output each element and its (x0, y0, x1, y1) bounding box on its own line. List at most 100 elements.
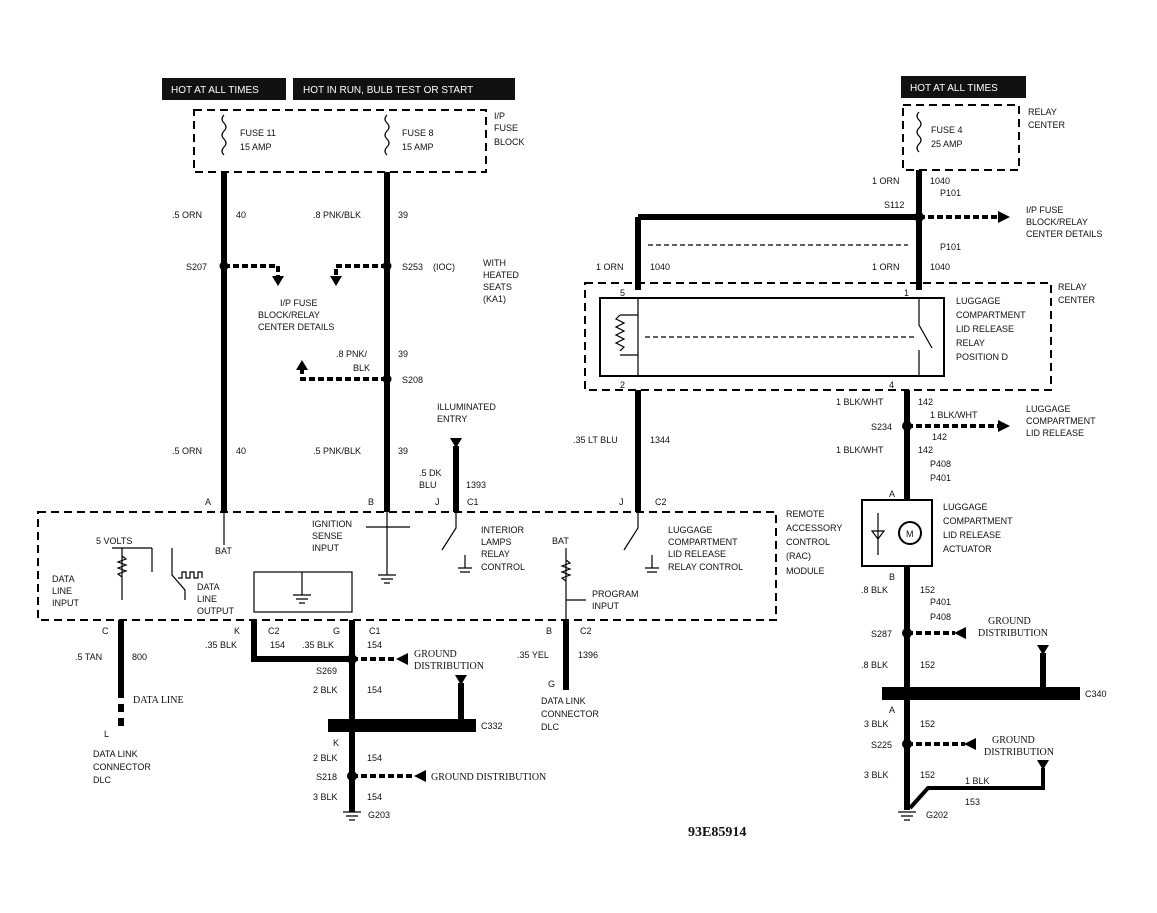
data-line-label: DATA LINE (133, 695, 184, 706)
ground-g202-icon (898, 811, 916, 821)
data-out-3: OUTPUT (197, 606, 235, 616)
connector-c340 (882, 687, 1080, 700)
relay-label-1: LUGGAGE (956, 296, 1001, 306)
ip-fuse-block-label-2: FUSE (494, 123, 518, 133)
act-pin-a: A (889, 489, 895, 499)
n154b: 154 (367, 640, 382, 650)
n142a: 142 (918, 397, 933, 407)
relay-center-label-2: CENTER (1028, 120, 1066, 130)
blu-color: .35 LT BLU (573, 435, 618, 445)
s207-label: S207 (186, 262, 207, 272)
ground-r2: DISTRIBUTION (978, 628, 1048, 639)
dlc2-2: CONNECTOR (541, 709, 599, 719)
lug-relay-1: LUGGAGE (668, 525, 713, 535)
ip-details-1: I/P FUSE (280, 298, 317, 308)
s112: S112 (884, 200, 904, 210)
blk35: .35 BLK (205, 640, 237, 650)
pulse-icon (178, 571, 203, 579)
dlc2-3: DLC (541, 722, 560, 732)
header-hot-always-left (162, 78, 286, 100)
header-hot-always-left-text: HOT AT ALL TIMES (171, 85, 259, 96)
ip-fuse-block-label-1: I/P (494, 111, 505, 121)
dlc1-2: CONNECTOR (93, 762, 151, 772)
pin-a2: A (889, 705, 895, 715)
c332-arrow (455, 675, 467, 685)
w6-color-1: .5 DK (419, 468, 442, 478)
w1-color: .5 ORN (172, 210, 202, 220)
ip-details-3: CENTER DETAILS (258, 322, 334, 332)
relay-box (599, 297, 945, 377)
heated-2: HEATED (483, 270, 519, 280)
n154c: 154 (367, 685, 382, 695)
relay-coil (614, 314, 626, 352)
right-ip-details-2: BLOCK/RELAY (1026, 217, 1088, 227)
pin-b-left: B (368, 497, 374, 507)
w3-color-1: .8 PNK/ (336, 349, 368, 359)
right-ip-details-1: I/P FUSE (1026, 205, 1063, 215)
ign-2: SENSE (312, 531, 343, 541)
n1040: 1040 (930, 176, 950, 186)
c1-bottom: C1 (369, 626, 381, 636)
dlc1-1: DATA LINK (93, 749, 138, 759)
s208-arrow (296, 360, 308, 370)
pin-c1-left: C1 (467, 497, 479, 507)
s218: S218 (316, 772, 337, 782)
illum-2: ENTRY (437, 414, 467, 424)
fuse8-amp: 15 AMP (402, 142, 434, 152)
module-title-4: (RAC) (786, 551, 811, 561)
right-ip-details-3: CENTER DETAILS (1026, 229, 1102, 239)
program-1: PROGRAM (592, 589, 639, 599)
n800: 800 (132, 652, 147, 662)
w2-num: 39 (398, 210, 408, 220)
data-in-2: LINE (52, 586, 72, 596)
relay-center2-2: CENTER (1058, 295, 1096, 305)
w5-num: 39 (398, 446, 408, 456)
luggage-lid-3: LID RELEASE (1026, 428, 1084, 438)
n1040-right: 1040 (930, 262, 950, 272)
illum-arrow (450, 438, 462, 448)
relay-center2-1: RELAY (1058, 282, 1087, 292)
actuator-3: LID RELEASE (943, 530, 1001, 540)
n152a: 152 (920, 585, 935, 595)
blk-wht1: 1 BLK/WHT (836, 397, 884, 407)
module-title-2: ACCESSORY (786, 523, 842, 533)
blk8: .8 BLK (861, 585, 888, 595)
data-in-1: DATA (52, 574, 75, 584)
actuator-box (861, 499, 933, 567)
p401: P401 (930, 473, 951, 483)
n152c: 152 (920, 719, 935, 729)
blk3a: 3 BLK (864, 719, 889, 729)
c2b: C2 (580, 626, 592, 636)
fuse11-label: FUSE 11 (240, 128, 276, 138)
n152b: 152 (920, 660, 935, 670)
w6-num: 1393 (466, 480, 486, 490)
s287-arrow (954, 627, 966, 639)
fuse8-symbol (384, 114, 390, 156)
int-lamps-1: INTERIOR (481, 525, 525, 535)
relay-center-fuse-box (902, 104, 1020, 171)
pin-b-bottom: B (546, 626, 552, 636)
figure-code: 93E85914 (688, 825, 746, 840)
blk-wht3: 1 BLK/WHT (836, 445, 884, 455)
program-2: INPUT (592, 601, 620, 611)
n154a: 154 (270, 640, 285, 650)
blk3: 3 BLK (313, 792, 338, 802)
blk35b: .35 BLK (302, 640, 334, 650)
diode-icon (870, 513, 886, 555)
orn-right: 1 ORN (872, 262, 900, 272)
header-hot-run-text: HOT IN RUN, BULB TEST OR START (303, 85, 473, 96)
relay-switch (918, 298, 933, 376)
actuator-4: ACTUATOR (943, 544, 992, 554)
blk1: 1 BLK (965, 776, 990, 786)
pin-c2-right: C2 (655, 497, 667, 507)
tan-color: .5 TAN (75, 652, 102, 662)
fuse8-label: FUSE 8 (402, 128, 434, 138)
s234-arrow (998, 420, 1010, 432)
w2-color: .8 PNK/BLK (313, 210, 361, 220)
relay-label-4: RELAY (956, 338, 985, 348)
module-title-1: REMOTE (786, 509, 825, 519)
s253-branch (334, 264, 387, 280)
blk2b: 2 BLK (313, 753, 338, 763)
wire153-arrow (1037, 760, 1049, 770)
